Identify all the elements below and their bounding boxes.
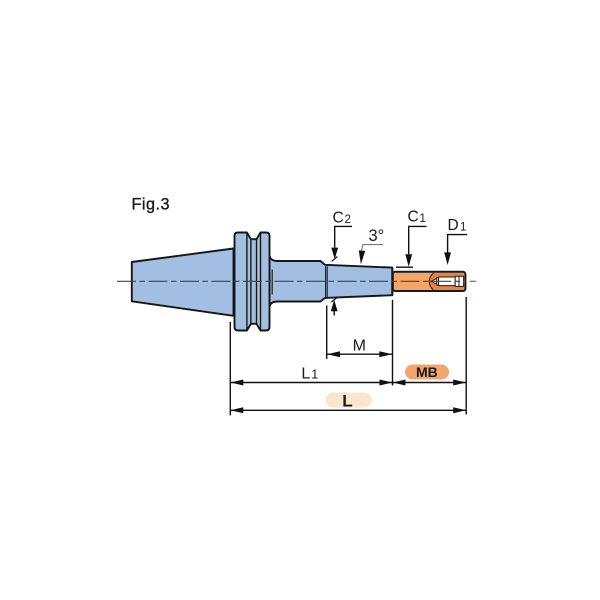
svg-text:C: C [408,208,419,225]
svg-text:1: 1 [311,367,318,381]
svg-text:2: 2 [345,214,351,226]
svg-text:L: L [301,365,310,382]
svg-text:1: 1 [460,222,466,234]
svg-text:MB: MB [416,364,438,380]
svg-text:C: C [333,209,344,226]
svg-text:L: L [342,391,352,410]
svg-text:1: 1 [420,213,426,225]
svg-text:D: D [448,217,459,234]
svg-text:3°: 3° [369,227,385,245]
svg-text:M: M [353,338,366,355]
svg-text:Fig.3: Fig.3 [132,195,170,213]
